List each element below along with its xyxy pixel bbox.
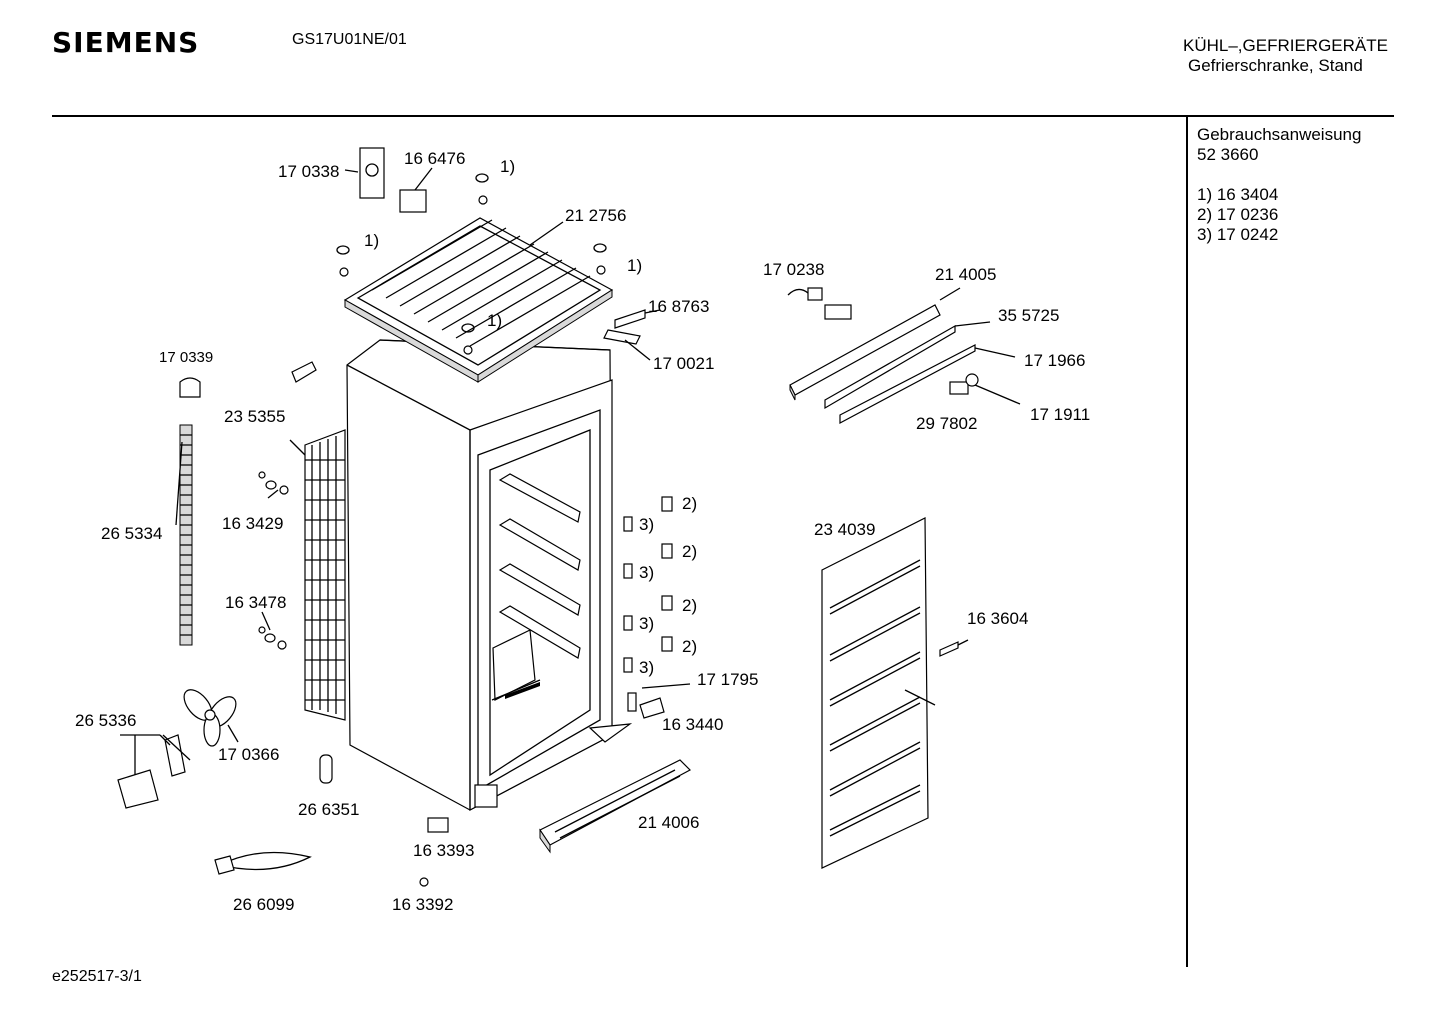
note-label-2c: 2)	[682, 596, 698, 615]
part-label-163440: 16 3440	[662, 715, 724, 734]
part-label-266099: 26 6099	[233, 895, 295, 914]
note-3: 3) 17 0242	[1197, 225, 1279, 244]
note-label-1a: 1)	[500, 157, 516, 176]
note-2: 2) 17 0236	[1197, 205, 1279, 224]
fan-shape	[183, 689, 237, 747]
back-panel-shape	[821, 517, 969, 869]
part-label-171911: 17 1911	[1030, 405, 1091, 424]
part-label-265336: 26 5336	[75, 711, 137, 730]
part-label-214006: 21 4006	[638, 813, 700, 832]
part-label-171966: 17 1966	[1024, 351, 1086, 370]
part-label-163392: 16 3392	[392, 895, 454, 914]
part-163393-shape	[427, 817, 449, 833]
bracket-shape	[291, 361, 317, 383]
note-1: 1) 16 3404	[1197, 185, 1279, 204]
category-title: KÜHL–,GEFRIERGERÄTE	[1183, 36, 1388, 55]
brand-logo: SIEMENS	[52, 26, 200, 59]
manual-number: 52 3660	[1197, 145, 1259, 164]
top-cover	[343, 217, 614, 383]
cabinet-body	[346, 339, 633, 811]
part-label-235355: 23 5355	[224, 407, 286, 426]
part-label-170366: 17 0366	[218, 745, 280, 764]
hinge-parts	[623, 496, 691, 719]
part-170338-shape	[359, 147, 385, 199]
part-label-170339: 17 0339	[159, 349, 214, 366]
power-cable-shape	[218, 851, 312, 871]
part-label-170238: 17 0238	[763, 260, 825, 279]
part-label-265334: 26 5334	[101, 524, 163, 543]
part-label-163604: 16 3604	[967, 609, 1029, 628]
drawing-id: e252517-3/1	[52, 968, 142, 985]
part-label-266351: 26 6351	[298, 800, 360, 819]
part-label-170021: 17 0021	[653, 354, 715, 373]
note-label-3d: 3)	[639, 658, 655, 677]
motor-shape	[117, 769, 159, 809]
note-label-2d: 2)	[682, 637, 698, 656]
model-number: GS17U01NE/01	[292, 31, 407, 48]
exploded-parts-diagram	[117, 147, 1021, 887]
condenser-shape	[304, 429, 346, 721]
part-label-170338: 17 0338	[278, 162, 340, 181]
sidebar-divider	[1186, 117, 1188, 967]
kick-plate-shape	[539, 759, 691, 854]
note-label-3a: 3)	[639, 515, 655, 534]
manual-label: Gebrauchsanweisung	[1197, 125, 1362, 144]
part-label-166476: 16 6476	[404, 149, 466, 168]
part-163392-shape	[419, 877, 429, 887]
note-label-1b: 1)	[364, 231, 380, 250]
part-label-214005: 21 4005	[935, 265, 997, 284]
header-divider	[52, 115, 1394, 117]
part-label-171795: 17 1795	[697, 670, 759, 689]
part-170339-shape	[179, 377, 201, 398]
part-label-163478: 16 3478	[225, 593, 287, 612]
part-166476-shape	[399, 189, 427, 213]
note-label-3b: 3)	[639, 563, 655, 582]
note-label-1d: 1)	[487, 311, 503, 330]
note-label-2b: 2)	[682, 542, 698, 561]
part-label-297802: 29 7802	[916, 414, 978, 433]
note-label-1c: 1)	[627, 256, 643, 275]
part-label-168763: 16 8763	[648, 297, 710, 316]
part-label-212756: 21 2756	[565, 206, 627, 225]
part-266351-shape	[319, 754, 333, 784]
part-label-163429: 16 3429	[222, 514, 284, 533]
part-label-355725: 35 5725	[998, 306, 1060, 325]
part-label-163393: 16 3393	[413, 841, 475, 860]
part-label-234039: 23 4039	[814, 520, 876, 539]
note-label-2a: 2)	[682, 494, 698, 513]
part-168763-shape	[614, 309, 646, 329]
control-panel-shape	[787, 287, 1021, 424]
subcategory-title: Gefrierschranke, Stand	[1188, 56, 1363, 75]
note-label-3c: 3)	[639, 614, 655, 633]
part-170021-shape	[603, 329, 641, 345]
